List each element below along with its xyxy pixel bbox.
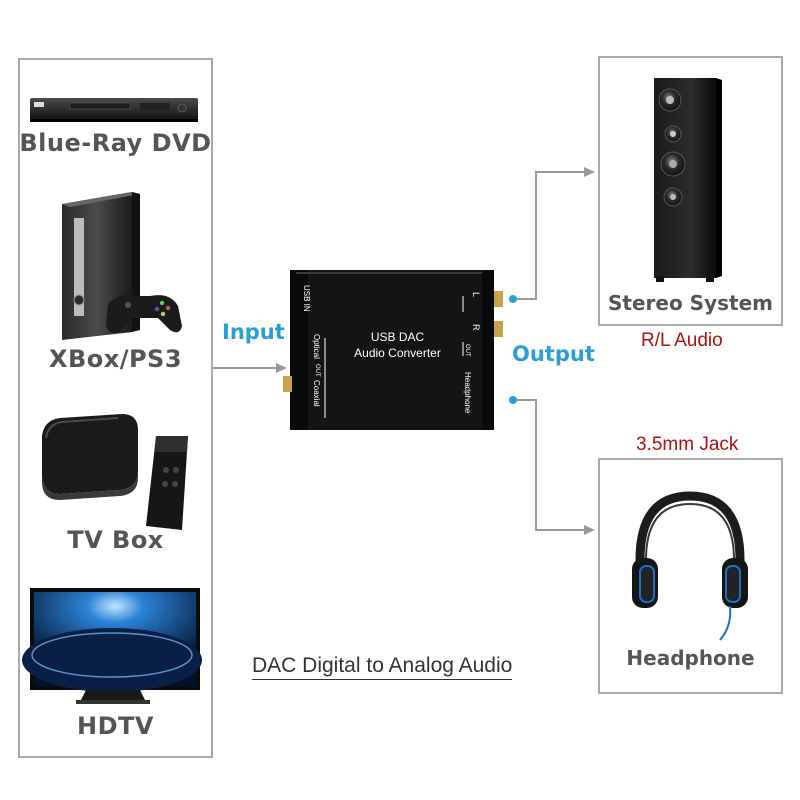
diagram-caption: DAC Digital to Analog Audio [252,654,513,680]
source-label-console: XBox/PS3 [48,345,183,373]
output-label: Output [512,342,595,366]
source-label-hdtv: HDTV [77,712,154,740]
output-dot-headphone [509,396,517,404]
port-label-optical: Optical [312,334,321,359]
tv-box-icon [42,414,188,530]
dvd-player-icon [30,98,198,122]
l-port [494,291,503,307]
port-label-headphone: Headphone [463,372,472,414]
source-label-tvbox: TV Box [67,526,164,554]
input-label: Input [222,320,285,344]
converter-title-line2: Audio Converter [354,346,441,360]
port-label-out-right: OUT [464,344,470,357]
r-port [494,321,503,337]
port-label-coaxial: Coaxial [312,380,321,407]
headphone-label: Headphone [626,646,755,670]
stereo-arrow [516,167,595,300]
game-console-icon [62,192,182,340]
jack-label: 3.5mm Jack [636,434,739,455]
dac-converter-icon [283,270,503,430]
rl-audio-label: R/L Audio [641,330,723,351]
speaker-tower-icon [654,78,722,282]
port-label-l: L [471,292,481,298]
headphone-arrow [516,399,595,535]
port-label-out-left: OUT [314,364,320,377]
output-dot-stereo [509,295,517,303]
hdtv-icon [22,588,202,704]
stereo-system-label: Stereo System [608,291,773,315]
source-label-dvd: Blue-Ray DVD [19,129,212,157]
input-arrow [213,363,287,373]
coaxial-port [283,376,292,392]
converter-title-line1: USB DAC [370,330,425,344]
headphones-icon [632,491,748,641]
port-label-usb-in: USB IN [302,285,311,312]
port-label-r: R [471,324,481,331]
